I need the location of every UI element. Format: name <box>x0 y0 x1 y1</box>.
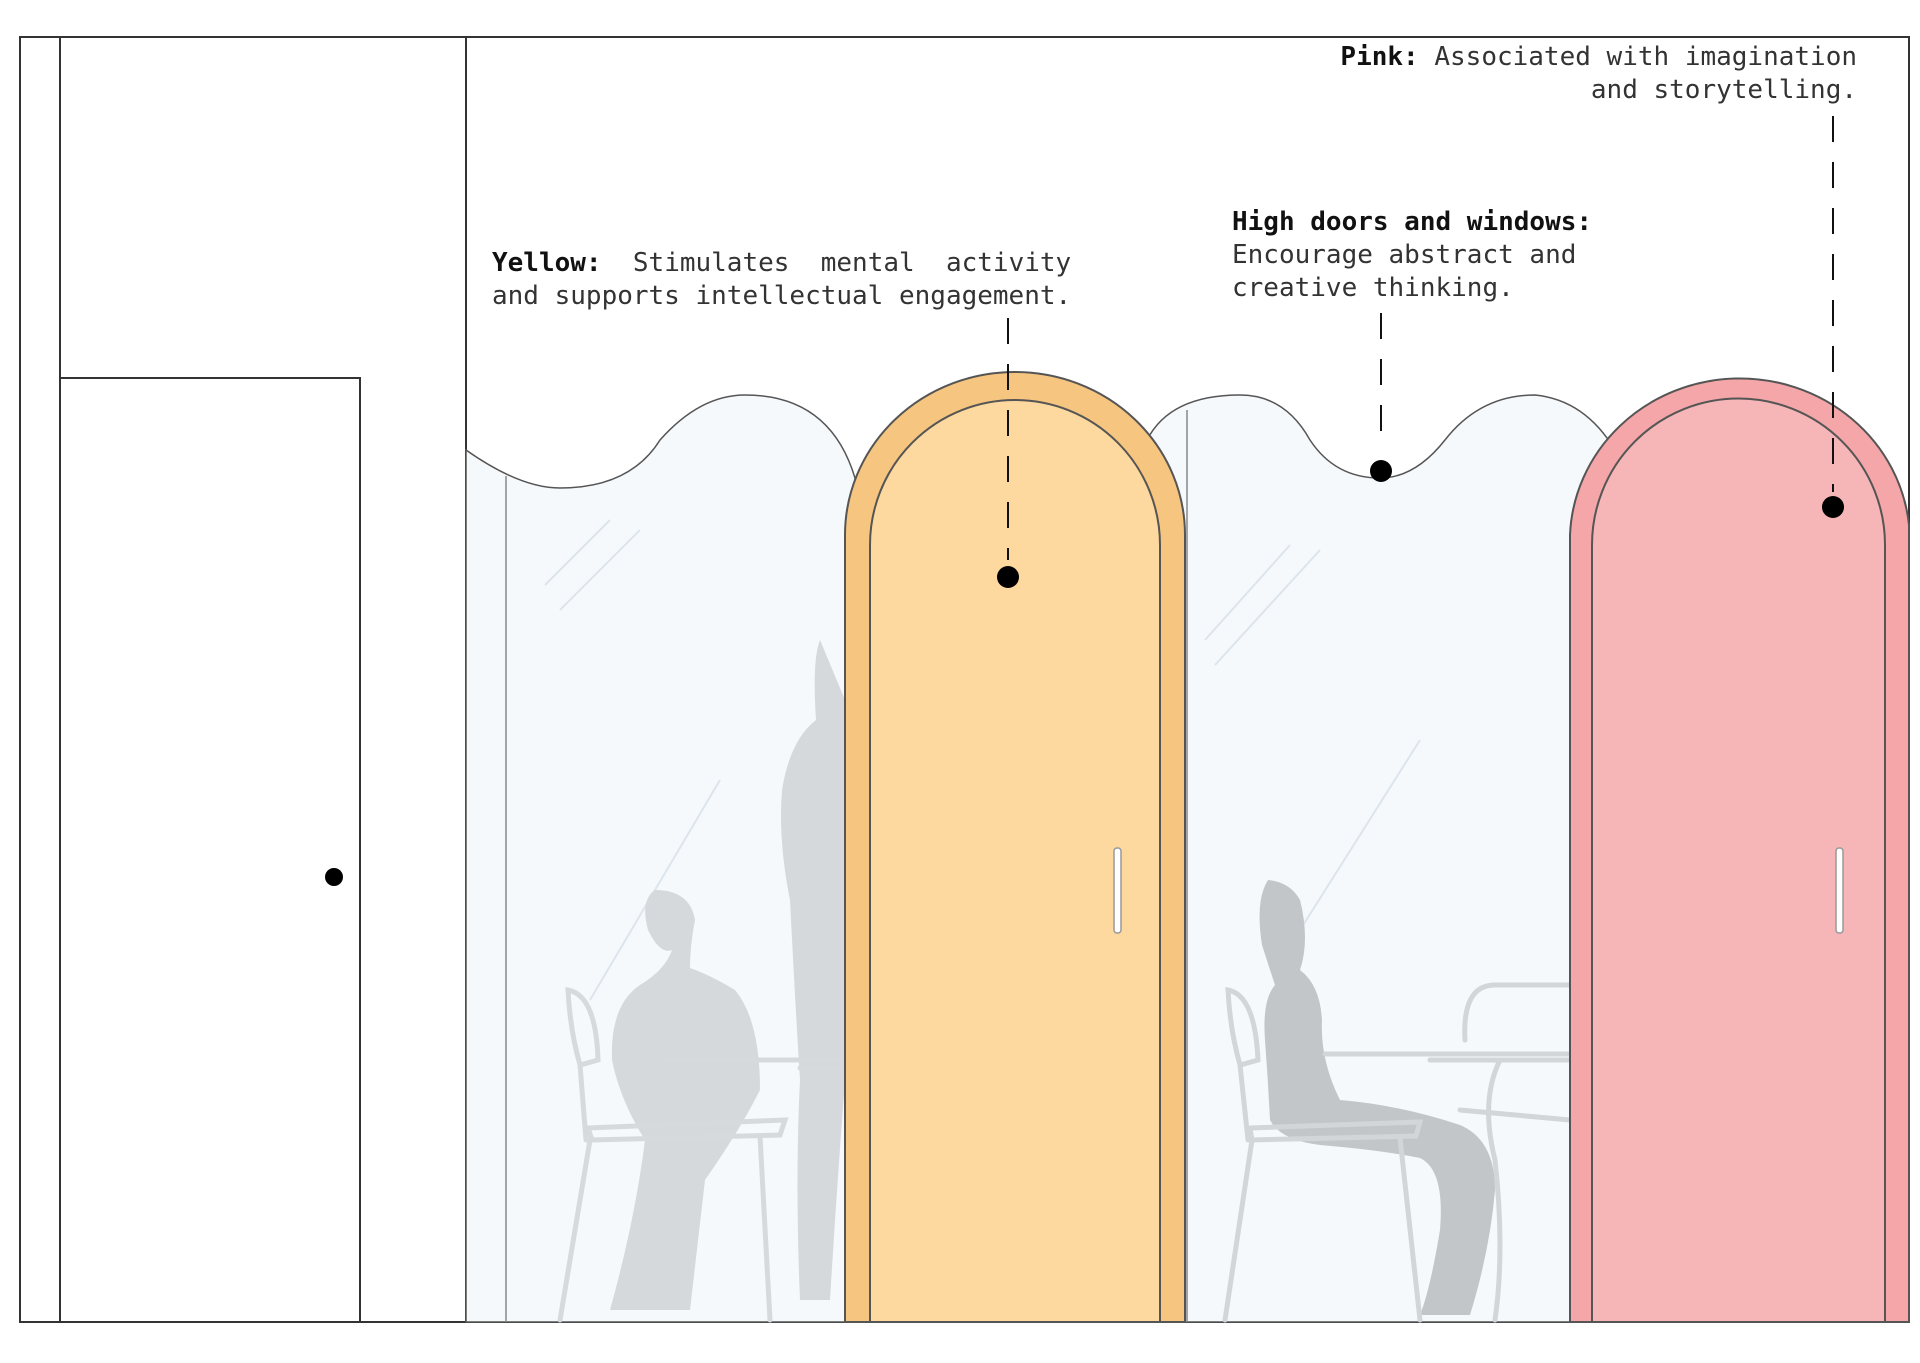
pink-door <box>1591 397 1886 1323</box>
pink-door-handle <box>1835 847 1844 934</box>
glass-panel-right <box>1146 394 1616 1323</box>
chair-table-left <box>557 986 847 1323</box>
annotation-pink-line2: and storytelling. <box>1590 75 1857 105</box>
annotation-yellow-title: Yellow: <box>492 248 602 278</box>
people-silhouettes-right <box>1259 880 1495 1315</box>
annotation-windows: High doors and windows: Encourage abstra… <box>1232 206 1592 305</box>
pointer-dot-yellow <box>997 566 1019 588</box>
annotation-yellow: Yellow: Stimulates mental activity and s… <box>492 247 1071 313</box>
leader-lines <box>1007 116 1834 560</box>
annotation-windows-line2: creative thinking. <box>1232 273 1514 303</box>
people-silhouettes-left <box>610 640 845 1310</box>
annotation-pink-line1: Associated with imagination <box>1434 42 1857 72</box>
annotation-windows-title: High doors and windows: <box>1232 207 1593 237</box>
plain-door <box>59 377 361 1323</box>
door-knob <box>325 868 343 886</box>
annotation-yellow-line2: and supports intellectual engagement. <box>492 281 1072 311</box>
annotation-windows-line1: Encourage abstract and <box>1232 240 1577 270</box>
yellow-door <box>869 399 1161 1323</box>
pointer-dot-pink <box>1822 496 1844 518</box>
chair-table-right <box>1222 982 1570 1323</box>
annotation-pink-title: Pink: <box>1340 42 1419 72</box>
annotation-yellow-line1: Stimulates mental activity <box>632 248 1072 278</box>
pointer-dot-windows <box>1370 460 1392 482</box>
annotation-pink: Pink: Associated with imagination and st… <box>1340 41 1857 107</box>
glass-reflections <box>544 519 1421 1001</box>
yellow-door-handle <box>1113 847 1122 934</box>
